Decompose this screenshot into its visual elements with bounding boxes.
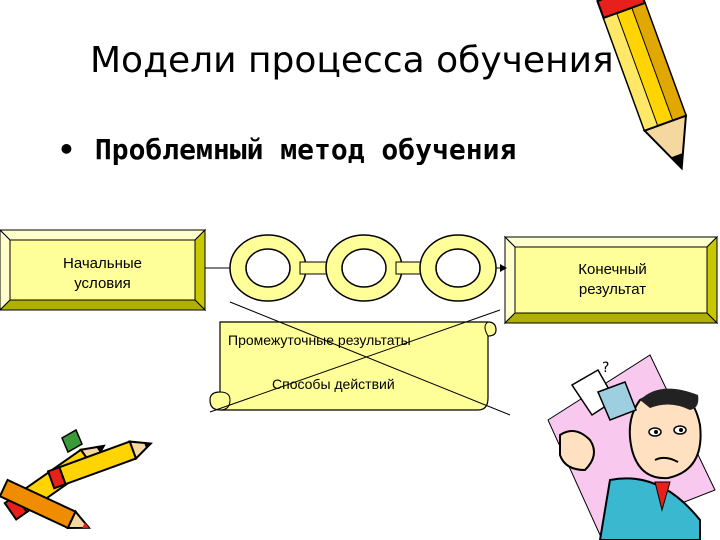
final-result-label: Конечный результат xyxy=(520,260,705,300)
start-label-line-1: Начальные xyxy=(63,255,142,272)
cross-line-1 xyxy=(229,301,511,416)
intermediate-results-scroll xyxy=(209,301,511,416)
bullet-text: Проблемный метод обучения xyxy=(94,133,517,166)
bullet-item: • Проблемный метод обучения xyxy=(58,133,516,166)
final-result-box xyxy=(503,235,719,325)
end-label-line-1: Конечный xyxy=(578,261,647,278)
pencils-icon xyxy=(0,428,153,530)
page-title: Модели процесса обучения xyxy=(90,40,614,81)
start-label-line-2: условия xyxy=(74,275,131,292)
chain-link-3 xyxy=(419,234,497,302)
chain-link-2 xyxy=(325,234,403,302)
chain-link-1 xyxy=(229,234,307,302)
svg-text:?: ? xyxy=(602,360,609,376)
pencil-icon xyxy=(596,0,688,171)
start-conditions-box xyxy=(0,228,207,312)
scroll-text-line-2: Способы действий xyxy=(272,376,395,392)
bullet-symbol: • xyxy=(58,133,75,166)
cross-line-2 xyxy=(209,309,501,413)
start-conditions-label: Начальные условия xyxy=(15,254,190,294)
process-chain xyxy=(205,234,507,302)
confused-man-icon: ? xyxy=(547,354,716,540)
scroll-text-line-1: Промежуточные результаты xyxy=(228,332,411,348)
end-label-line-2: результат xyxy=(578,281,647,298)
